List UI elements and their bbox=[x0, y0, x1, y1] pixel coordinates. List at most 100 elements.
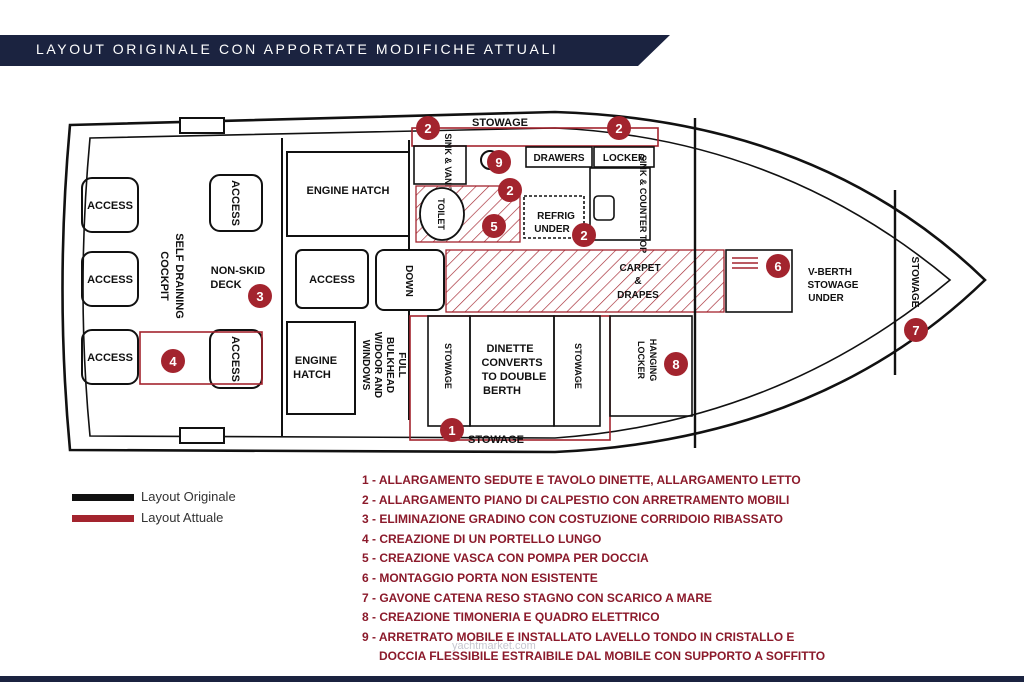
chain-locker-label: STOWAGE bbox=[909, 257, 920, 308]
access-label: ACCESS bbox=[87, 274, 133, 286]
galley-sink bbox=[593, 195, 615, 221]
sink-vanity-label: SINK & VANITY bbox=[443, 133, 453, 198]
hull-outline bbox=[61, 110, 987, 454]
bulkhead-label: W/DOOR AND bbox=[372, 332, 383, 398]
hatch-label: HATCH bbox=[293, 369, 331, 381]
marker: 4 bbox=[161, 349, 185, 373]
note-item: 7 - GAVONE CATENA RESO STAGNO CON SCARIC… bbox=[362, 590, 713, 605]
engine-hatch-label: ENGINE HATCH bbox=[307, 185, 390, 197]
companionway-step bbox=[375, 249, 445, 311]
v-berth-label: V-BERTH bbox=[808, 267, 852, 278]
bulkhead-label: WINDOWS bbox=[360, 340, 371, 391]
legend-label: Layout Attuale bbox=[141, 510, 224, 525]
dinette-label: TO DOUBLE bbox=[482, 371, 547, 383]
access-label: ACCESS bbox=[87, 200, 133, 212]
legend-label: Layout Originale bbox=[141, 489, 236, 504]
access-panel bbox=[81, 251, 139, 307]
stowage-bottom-label: STOWAGE bbox=[468, 434, 524, 446]
marker: 3 bbox=[248, 284, 272, 308]
locker-label: LOCKER bbox=[636, 341, 646, 380]
stowage-top-red bbox=[411, 127, 659, 147]
down-label: DOWN bbox=[403, 265, 414, 297]
svg-text:2: 2 bbox=[615, 121, 622, 136]
marker: 1 bbox=[440, 418, 464, 442]
modification-notes: 1 - ALLARGAMENTO SEDUTE E TAVOLO DINETTE… bbox=[362, 471, 825, 667]
svg-text:2: 2 bbox=[424, 121, 431, 136]
toilet bbox=[419, 187, 465, 241]
marker: 9 bbox=[487, 150, 511, 174]
note-item: 6 - MONTAGGIO PORTA NON ESISTENTE bbox=[362, 570, 598, 585]
refrig-label: REFRIG bbox=[537, 211, 575, 222]
marker: 2 bbox=[498, 178, 522, 202]
note-item: 3 - ELIMINAZIONE GRADINO CON COSTUZIONE … bbox=[362, 512, 783, 527]
note-item: 2 - ALLARGAMENTO PIANO DI CALPESTIO CON … bbox=[362, 492, 790, 507]
stowage-label: STOWAGE bbox=[573, 343, 583, 389]
note-item: 8 - CREAZIONE TIMONERIA E QUADRO ELETTRI… bbox=[362, 610, 660, 625]
watermark: yachtmarket.com bbox=[452, 640, 536, 652]
under-label: UNDER bbox=[534, 224, 570, 235]
deck-label: DECK bbox=[210, 279, 241, 291]
svg-text:1: 1 bbox=[448, 423, 455, 438]
svg-text:4: 4 bbox=[169, 354, 177, 369]
access-panel bbox=[81, 329, 139, 385]
note-continuation: DOCCIA FLESSIBILE ESTRAIBILE DAL MOBILE … bbox=[379, 649, 826, 664]
svg-text:8: 8 bbox=[672, 357, 679, 372]
access-label: ACCESS bbox=[229, 336, 241, 382]
bottom-bar bbox=[0, 676, 1024, 682]
marker: 2 bbox=[572, 223, 596, 247]
hull-inner-outline bbox=[82, 127, 952, 439]
dinette-label: DINETTE bbox=[486, 343, 533, 355]
sink-counter bbox=[589, 167, 651, 241]
marker: 2 bbox=[416, 116, 440, 140]
locker-box bbox=[593, 146, 655, 168]
access-panel bbox=[209, 174, 263, 232]
svg-text:7: 7 bbox=[912, 323, 919, 338]
bulkhead-label: FULL bbox=[396, 352, 407, 378]
hanging-label: HANGING bbox=[648, 339, 658, 382]
svg-text:9: 9 bbox=[495, 155, 502, 170]
drapes-label: DRAPES bbox=[617, 290, 659, 301]
carpet-amp-label: & bbox=[634, 276, 641, 287]
non-skid-label: NON-SKID bbox=[211, 265, 265, 277]
drawers-box bbox=[525, 146, 593, 168]
access-panel bbox=[81, 177, 139, 233]
svg-text:6: 6 bbox=[774, 259, 781, 274]
bulkhead-label: BULKHEAD bbox=[384, 337, 395, 393]
refrigerator bbox=[523, 195, 585, 239]
note-item: 5 - CREAZIONE VASCA CON POMPA PER DOCCIA bbox=[362, 551, 649, 566]
stowage-top-label: STOWAGE bbox=[472, 117, 528, 129]
marker: 7 bbox=[904, 318, 928, 342]
cleat-top bbox=[179, 117, 225, 134]
long-hatch-modification bbox=[139, 331, 263, 385]
cleat-bottom bbox=[179, 427, 225, 444]
v-berth-stowage-label: STOWAGE bbox=[808, 280, 859, 291]
access-label: ACCESS bbox=[87, 352, 133, 364]
banner-shape bbox=[0, 35, 670, 66]
carpet-label: CARPET bbox=[619, 263, 660, 274]
sink-vanity bbox=[413, 145, 467, 185]
access-label: ACCESS bbox=[229, 180, 241, 226]
hanging-locker bbox=[609, 315, 693, 417]
note-item: 1 - ALLARGAMENTO SEDUTE E TAVOLO DINETTE… bbox=[362, 473, 801, 487]
svg-text:3: 3 bbox=[256, 289, 263, 304]
locker-label: LOCKER bbox=[603, 153, 646, 164]
access-center-panel bbox=[295, 249, 369, 309]
sink-counter-label: SINK & COUNTER TOP bbox=[638, 155, 648, 253]
v-berth-under-label: UNDER bbox=[808, 293, 844, 304]
marker: 8 bbox=[664, 352, 688, 376]
toilet-label: TOILET bbox=[436, 198, 446, 230]
note-item: 4 - CREAZIONE DI UN PORTELLO LUNGO bbox=[362, 531, 602, 546]
legend-swatch-current bbox=[72, 515, 134, 522]
self-draining-label: SELF DRAINING bbox=[173, 233, 185, 319]
page-title: LAYOUT ORIGINALE CON APPORTATE MODIFICHE… bbox=[36, 41, 559, 57]
svg-text:5: 5 bbox=[490, 219, 497, 234]
dinette-seat bbox=[553, 315, 601, 427]
svg-text:2: 2 bbox=[506, 183, 513, 198]
marker: 6 bbox=[766, 254, 790, 278]
drawers-label: DRAWERS bbox=[533, 153, 584, 164]
dinette-label: CONVERTS bbox=[481, 357, 542, 369]
cockpit-label: COCKPIT bbox=[158, 251, 170, 301]
new-door bbox=[725, 249, 793, 313]
stowage-label: STOWAGE bbox=[443, 343, 453, 389]
